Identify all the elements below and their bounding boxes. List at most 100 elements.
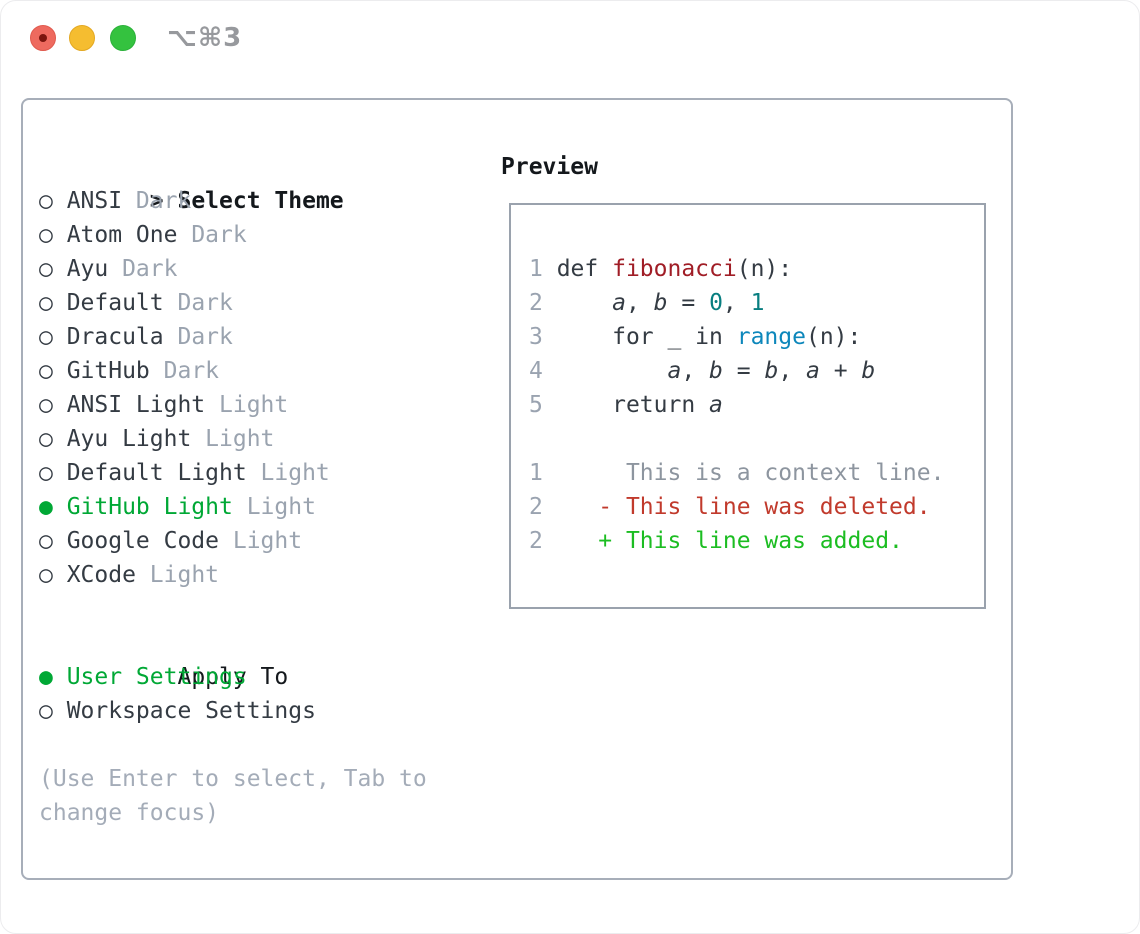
theme-name: ANSI Light bbox=[66, 392, 206, 418]
theme-variant: Light bbox=[205, 426, 275, 452]
keyboard-hint: (Use Enter to select, Tab to change focu… bbox=[39, 766, 427, 826]
code-segment: range bbox=[736, 324, 806, 350]
theme-name: Dracula bbox=[66, 324, 164, 350]
preview-title: Preview bbox=[501, 154, 598, 180]
code-line: 4 a, b = b, a + b bbox=[529, 354, 984, 388]
prompt-caret-icon: > bbox=[149, 188, 164, 214]
code-segment: = bbox=[667, 290, 710, 316]
code-segment: a bbox=[612, 290, 626, 316]
code-line bbox=[529, 422, 984, 456]
radio-icon: ○ bbox=[39, 222, 53, 248]
radio-icon: ○ bbox=[39, 562, 53, 588]
spacer bbox=[39, 592, 439, 626]
code-segment: 2 bbox=[529, 528, 557, 554]
theme-name: Ayu bbox=[66, 256, 109, 282]
radio-icon: ○ bbox=[39, 188, 53, 214]
theme-variant: Light bbox=[149, 562, 220, 588]
theme-option[interactable]: ○ GitHub Dark bbox=[39, 354, 439, 388]
apply-to-option[interactable]: ○Workspace Settings bbox=[39, 694, 439, 728]
code-segment: a bbox=[709, 392, 723, 418]
theme-name: GitHub Light bbox=[66, 494, 233, 520]
radio-icon: ○ bbox=[39, 460, 53, 486]
titlebar: ⌥⌘3 bbox=[1, 1, 1139, 75]
theme-name: Google Code bbox=[66, 528, 220, 554]
theme-variant: Light bbox=[232, 528, 303, 554]
code-segment: a bbox=[806, 358, 820, 384]
select-theme-title: Select Theme bbox=[177, 188, 344, 214]
code-segment: a bbox=[667, 358, 682, 384]
theme-variant: Dark bbox=[163, 358, 220, 384]
code-segment bbox=[557, 358, 668, 384]
code-segment: 4 bbox=[529, 358, 557, 384]
theme-variant: Dark bbox=[191, 222, 247, 248]
code-segment: 2 bbox=[529, 494, 557, 520]
select-theme-header: > Select Theme bbox=[39, 150, 439, 214]
minimize-button[interactable] bbox=[69, 25, 95, 51]
code-segment: b bbox=[709, 358, 723, 384]
radio-icon: ○ bbox=[39, 256, 53, 282]
theme-option[interactable]: ○ Atom One Dark bbox=[39, 218, 439, 252]
theme-option[interactable]: ● GitHub Light Light bbox=[39, 490, 439, 524]
code-line: 2 a, b = 0, 1 bbox=[529, 286, 984, 320]
spacer bbox=[39, 728, 439, 762]
code-segment: 1 bbox=[529, 460, 557, 486]
code-segment: , bbox=[722, 290, 751, 316]
radio-icon: ○ bbox=[39, 392, 53, 418]
theme-variant: Light bbox=[246, 494, 316, 520]
radio-icon: ○ bbox=[39, 426, 53, 452]
radio-icon: ○ bbox=[39, 358, 53, 384]
code-segment: , bbox=[625, 290, 654, 316]
theme-variant: Dark bbox=[177, 290, 233, 316]
code-segment: This is a context line. bbox=[556, 460, 945, 486]
zoom-button[interactable] bbox=[110, 25, 136, 51]
code-segment: (n): bbox=[805, 324, 862, 350]
theme-name: Atom One bbox=[66, 222, 178, 248]
apply-to-title: Apply To bbox=[177, 664, 289, 690]
apply-to-list: ● User Settings ○Workspace Settings bbox=[39, 660, 439, 728]
theme-name: Default bbox=[66, 290, 164, 316]
apply-to-option[interactable]: ● User Settings bbox=[39, 660, 439, 694]
code-line: 2 + This line was added. bbox=[529, 524, 984, 558]
code-segment: b bbox=[861, 358, 876, 384]
theme-name: GitHub bbox=[66, 358, 150, 384]
theme-option[interactable]: ○ Ayu Light Light bbox=[39, 422, 439, 456]
theme-option[interactable]: ○ Dracula Dark bbox=[39, 320, 439, 354]
code-line: 1 This is a context line. bbox=[529, 456, 984, 490]
theme-option[interactable]: ○ Ayu Dark bbox=[39, 252, 439, 286]
theme-option[interactable]: ○ Default Dark bbox=[39, 286, 439, 320]
code-line: 5 return a bbox=[529, 388, 984, 422]
selected-radio-icon: ● bbox=[39, 494, 53, 520]
close-button[interactable] bbox=[30, 25, 56, 51]
window-shortcut-label: ⌥⌘3 bbox=[167, 23, 243, 53]
code-segment: fibonacci bbox=[612, 256, 737, 282]
code-segment: - This line was deleted. bbox=[556, 494, 931, 520]
radio-icon: ○ bbox=[39, 324, 53, 350]
code-segment: , bbox=[778, 358, 807, 384]
code-line: 2 - This line was deleted. bbox=[529, 490, 984, 524]
radio-icon: ○ bbox=[39, 290, 53, 316]
code-segment: def bbox=[556, 256, 613, 282]
code-line: 1 def fibonacci(n): bbox=[529, 252, 984, 286]
apply-to-name: Workspace Settings bbox=[66, 698, 316, 724]
theme-variant: Dark bbox=[135, 188, 192, 214]
code-line: 3 for _ in range(n): bbox=[529, 320, 984, 354]
code-segment: , bbox=[681, 358, 710, 384]
selected-radio-icon: ● bbox=[39, 664, 53, 690]
theme-name: Ayu Light bbox=[66, 426, 192, 452]
code-segment: b bbox=[764, 358, 779, 384]
theme-variant: Dark bbox=[122, 256, 178, 282]
code-segment: 5 bbox=[529, 392, 557, 418]
theme-variant: Light bbox=[260, 460, 330, 486]
theme-variant: Dark bbox=[177, 324, 233, 350]
apply-to-name: User Settings bbox=[66, 664, 247, 690]
